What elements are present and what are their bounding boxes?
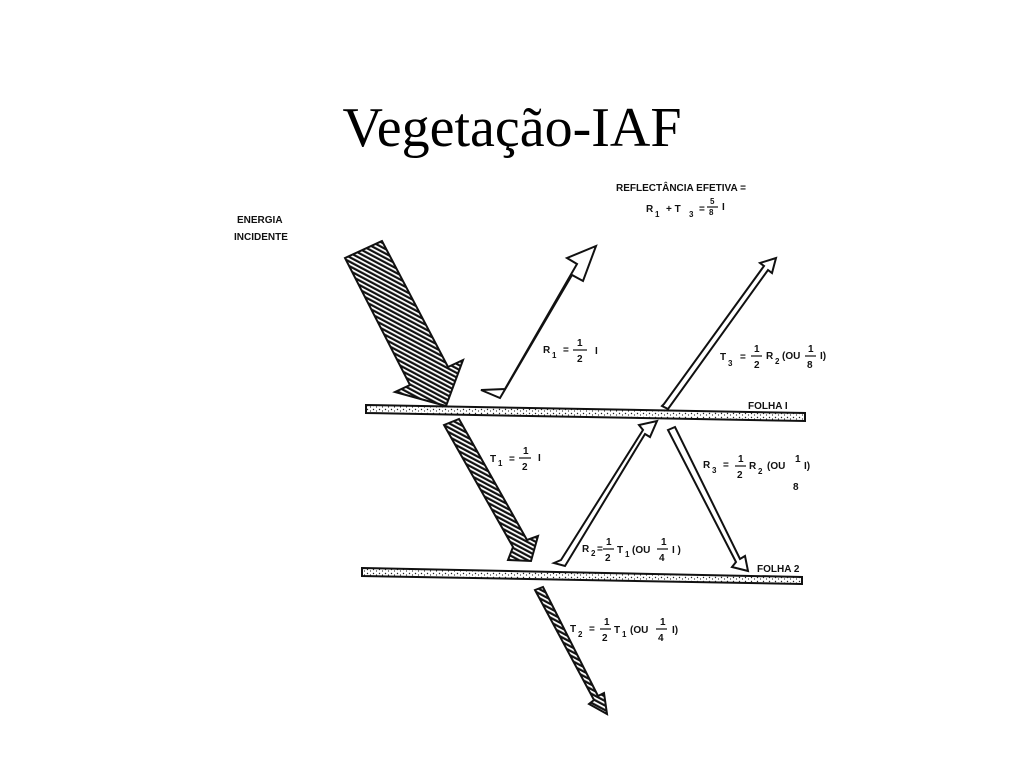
- r1-num: 1: [577, 338, 583, 349]
- r2-label: R 2 = 1 2 T 1 (OU 1 4 I ): [582, 537, 681, 564]
- r2-num: 1: [606, 537, 612, 548]
- r3-den: 2: [737, 470, 743, 481]
- r2-arrow: [550, 419, 659, 568]
- t3-label: T 3 = 1 2 R 2 (OU 1 8 I): [720, 344, 826, 371]
- r3-mid-sub: 2: [758, 467, 763, 476]
- t1-sym: T: [490, 454, 496, 465]
- t3-sub: 3: [728, 359, 733, 368]
- t1-eq: =: [509, 454, 515, 465]
- t3-num: 1: [754, 344, 760, 355]
- leaf-1-layer: [365, 403, 806, 423]
- r3-sub: 3: [712, 466, 717, 475]
- t2-mid-sub: 1: [622, 630, 627, 639]
- t3-mid-sub: 2: [775, 357, 780, 366]
- r2-sym: R: [582, 544, 590, 555]
- r2-close: I ): [672, 545, 681, 556]
- r3-num: 1: [738, 454, 744, 465]
- t1-den: 2: [522, 462, 528, 473]
- incident-label-line1: ENERGIA: [237, 215, 283, 226]
- eq-r: R: [646, 204, 654, 215]
- r3-label: R 3 = 1 2 R 2 (OU 1 8 I): [703, 454, 810, 493]
- r2-onum: 1: [661, 537, 667, 548]
- r3-arrow: [666, 425, 750, 573]
- t3-arrow: [660, 256, 778, 411]
- r3-onum: 1: [795, 454, 801, 465]
- t1-arrow: [442, 417, 540, 563]
- slide-title: Vegetação-IAF: [342, 97, 682, 159]
- eq-r-sub: 1: [655, 210, 660, 219]
- r2-den: 2: [605, 553, 611, 564]
- r1-label: R 1 = 1 2 I: [543, 338, 598, 365]
- t3-mid: R: [766, 351, 774, 362]
- t2-label: T 2 = 1 2 T 1 (OU 1 4 I): [570, 617, 678, 644]
- eq-plus: + T: [666, 204, 681, 215]
- t3-sym: T: [720, 352, 726, 363]
- t2-eq: =: [589, 624, 595, 635]
- r2-mid: T: [617, 545, 623, 556]
- t3-close: I): [820, 351, 826, 362]
- r2-mid-sub: 1: [625, 550, 630, 559]
- t2-close: I): [672, 625, 678, 636]
- r3-sym: R: [703, 460, 711, 471]
- t2-sym: T: [570, 624, 576, 635]
- r1-tail: I: [595, 346, 598, 357]
- r2-open: (OU: [632, 545, 650, 556]
- r1-eq: =: [563, 345, 569, 356]
- t2-mid: T: [614, 625, 620, 636]
- t3-oden: 8: [807, 360, 813, 371]
- r3-open: (OU: [767, 461, 785, 472]
- incident-arrow: [343, 239, 465, 408]
- t2-den: 2: [602, 633, 608, 644]
- r1-arrow: [480, 244, 598, 400]
- r3-oden: 8: [793, 482, 799, 493]
- t3-onum: 1: [808, 344, 814, 355]
- t2-arrow: [533, 585, 609, 716]
- t2-onum: 1: [660, 617, 666, 628]
- eq-i: I: [722, 202, 725, 213]
- r1-sub: 1: [552, 351, 557, 360]
- effective-reflectance-equation: R 1 + T 3 = 5 8 I: [646, 197, 725, 219]
- t3-eq: =: [740, 352, 746, 363]
- t2-sub: 2: [578, 630, 583, 639]
- eq-den: 8: [709, 208, 714, 217]
- incident-label-line2: INCIDENTE: [234, 232, 288, 243]
- r2-eq: =: [597, 544, 603, 555]
- t1-num: 1: [523, 446, 529, 457]
- t2-open: (OU: [630, 625, 648, 636]
- leaf-2-layer: [361, 566, 803, 586]
- r1-den: 2: [577, 354, 583, 365]
- t1-sub: 1: [498, 459, 503, 468]
- eq-num: 5: [710, 197, 715, 206]
- t2-oden: 4: [658, 633, 664, 644]
- r3-mid: R: [749, 461, 757, 472]
- leaf-2-label: FOLHA 2: [757, 564, 800, 575]
- r2-oden: 4: [659, 553, 665, 564]
- leaf-1-label: FOLHA I: [748, 401, 788, 412]
- eq-equals: =: [699, 204, 705, 215]
- r3-eq: =: [723, 460, 729, 471]
- r1-sym: R: [543, 345, 551, 356]
- t3-open: (OU: [782, 351, 800, 362]
- t3-den: 2: [754, 360, 760, 371]
- t1-label: T 1 = 1 2 I: [490, 446, 541, 473]
- t2-num: 1: [604, 617, 610, 628]
- r2-sub: 2: [591, 549, 596, 558]
- t1-tail: I: [538, 453, 541, 464]
- r3-close: I): [804, 461, 810, 472]
- effective-reflectance-label: REFLECTÂNCIA EFETIVA =: [616, 181, 746, 194]
- eq-t-sub: 3: [689, 210, 694, 219]
